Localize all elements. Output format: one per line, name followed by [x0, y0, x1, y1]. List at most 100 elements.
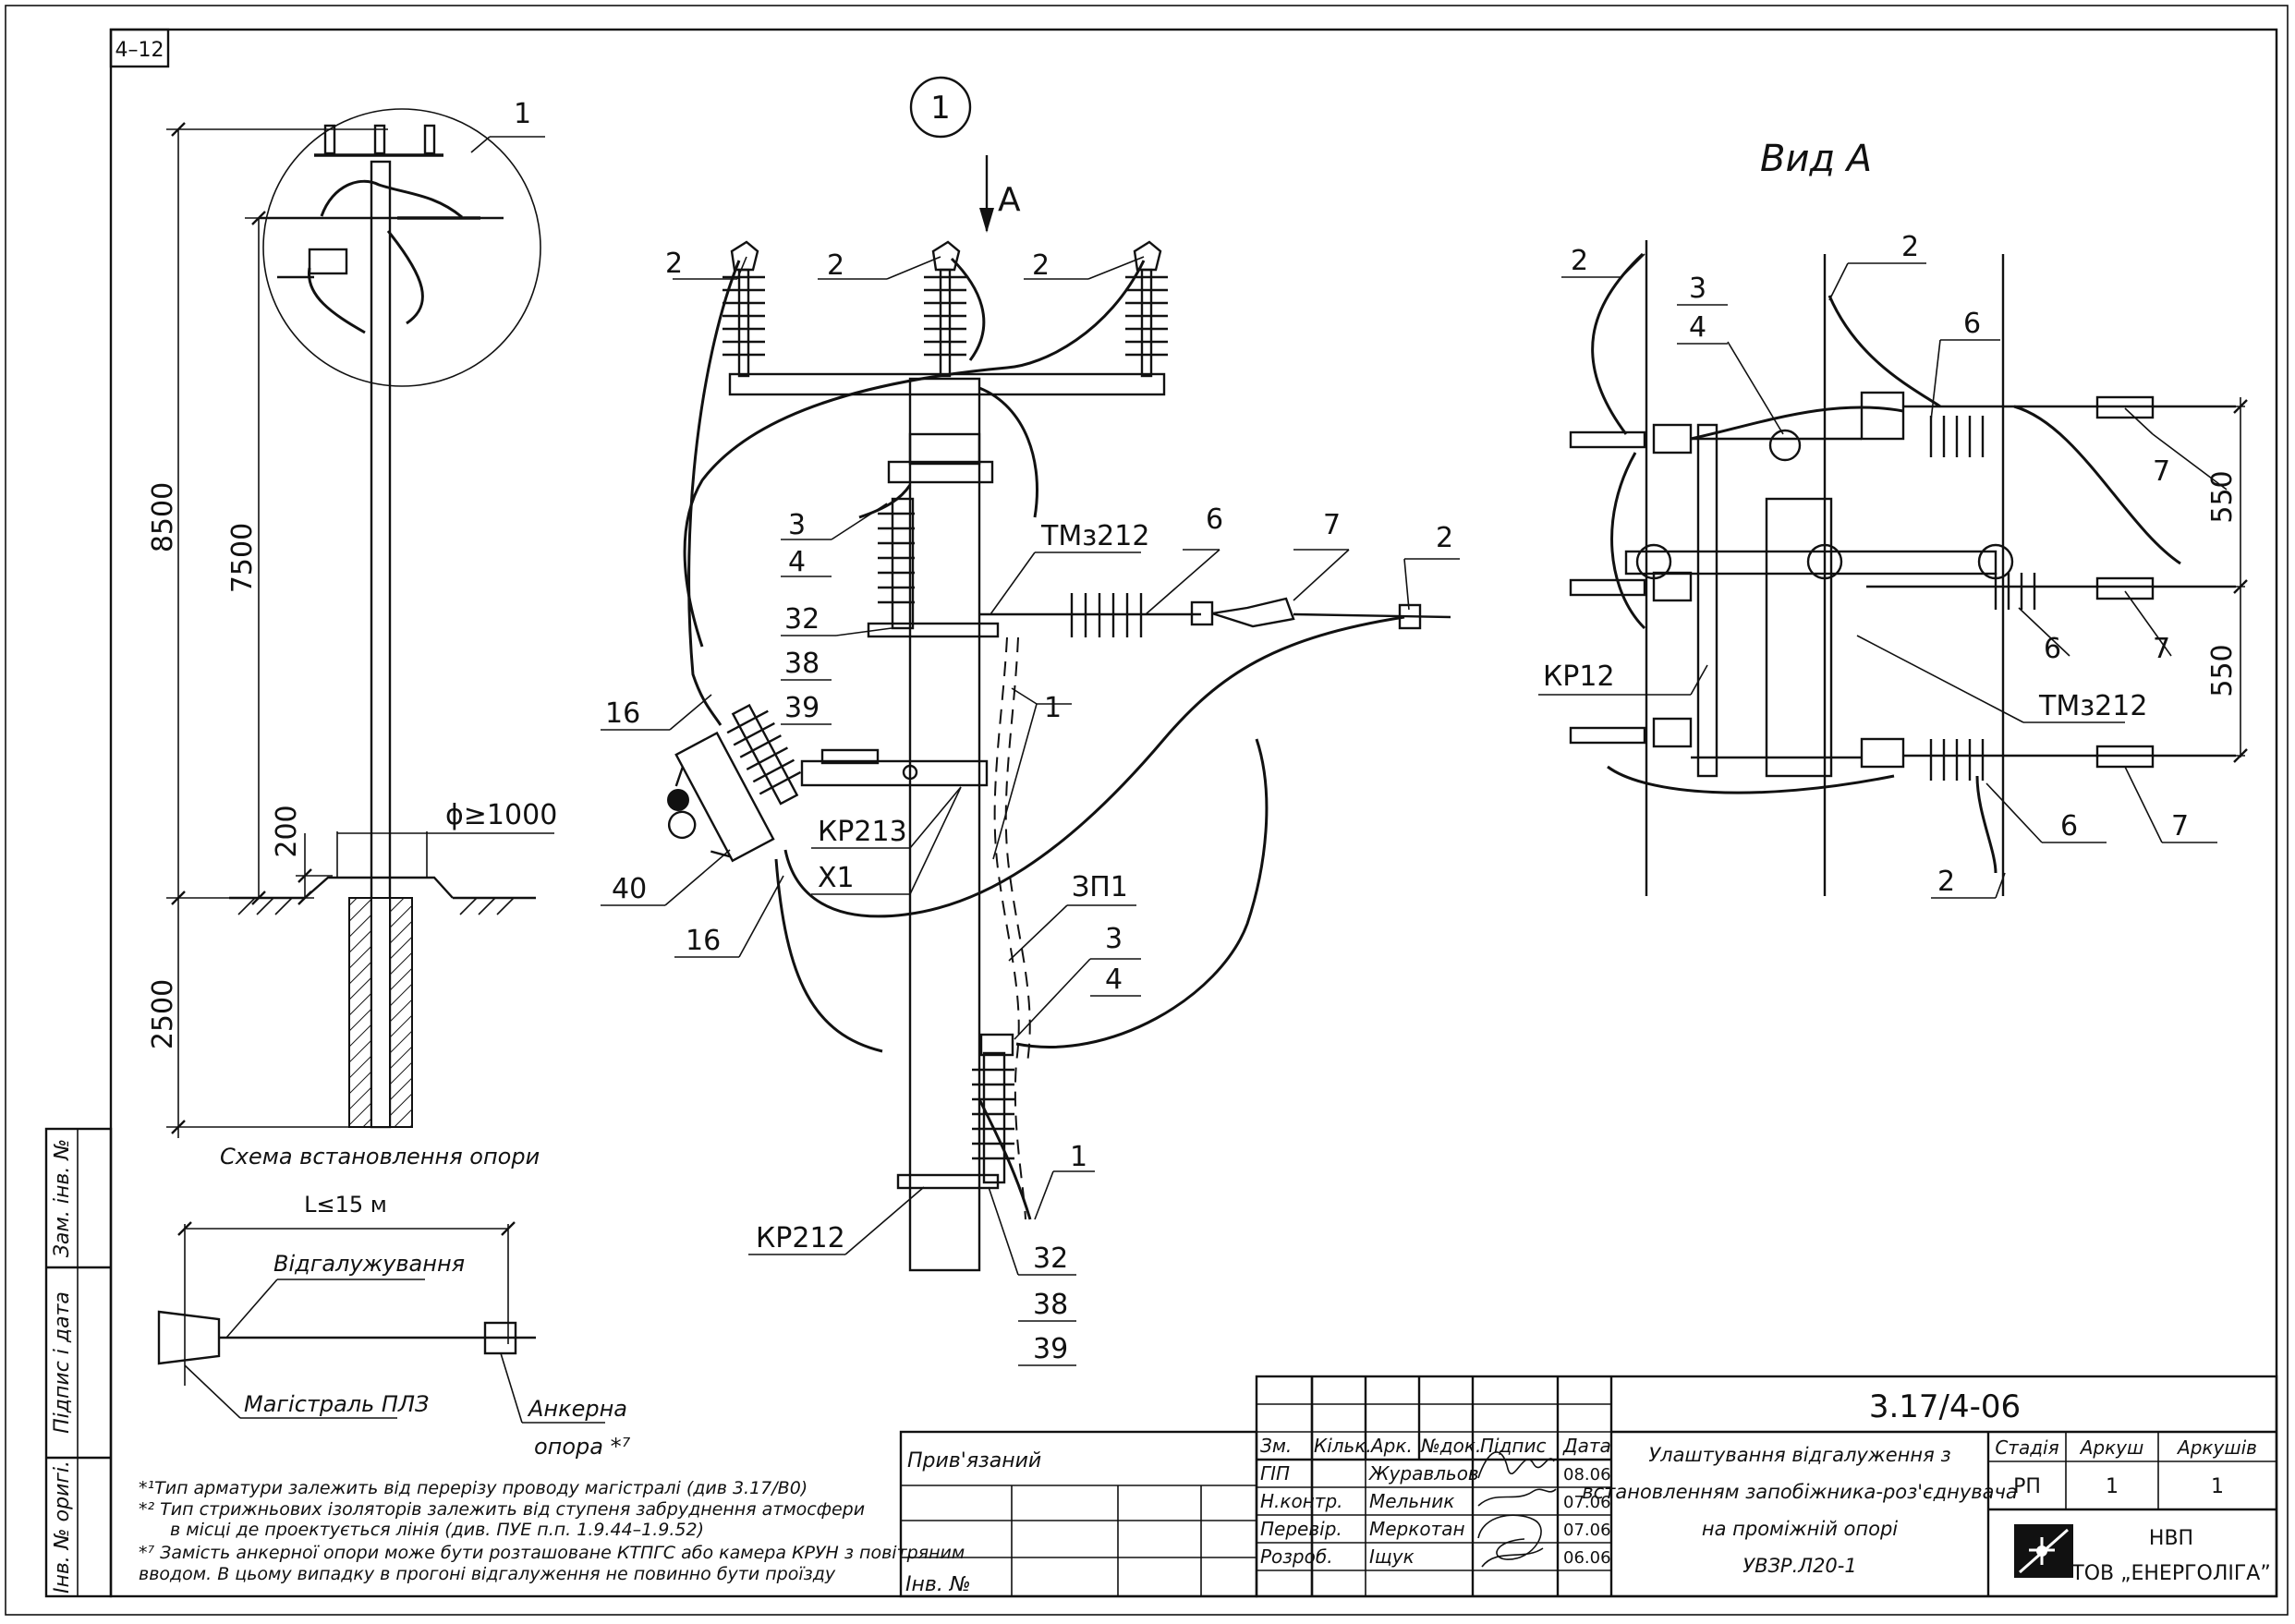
tap-anchor-label-2: опора *⁷	[534, 1434, 631, 1460]
mv-label-tmz212: ТМз212	[1040, 520, 1149, 552]
dim-total: 8500	[147, 482, 179, 552]
tb-hdr-pidpys: Підпис	[1480, 1435, 1547, 1457]
tb-role-nkontr: Н.контр.	[1260, 1490, 1343, 1512]
mv-label-x1: Х1	[818, 862, 855, 894]
sheet-frame-outer	[5, 5, 2289, 1616]
pole-scheme-caption: Схема встановлення опори	[220, 1144, 540, 1170]
mv-label-4-top: 4	[788, 546, 806, 578]
insulator-top-right	[1125, 240, 1168, 378]
tb-date-perevir: 07.06	[1563, 1521, 1611, 1540]
tb-sheets-hdr: Аркушів	[2176, 1436, 2257, 1459]
corner-tag-box	[109, 28, 170, 68]
mv-label-zp1: ЗП1	[1072, 871, 1128, 903]
corner-tag: 4–12	[115, 39, 164, 62]
note-3-cont: вводом. В цьому випадку в прогоні відгал…	[139, 1564, 836, 1584]
note-2-cont: в місці де проектується лінія (див. ПУЕ …	[170, 1520, 704, 1540]
tb-sheet-hdr: Аркуш	[2079, 1436, 2144, 1459]
mv-label-4-bottom: 4	[1105, 963, 1123, 996]
mv-label-kr213: КР213	[818, 816, 907, 848]
tb-name-nkontr: Мельник	[1369, 1490, 1454, 1512]
tb-date-nkontr: 07.06	[1563, 1493, 1611, 1512]
tb-role-perevir: Перевір.	[1260, 1518, 1342, 1540]
pole-scheme-callout: 1	[514, 98, 531, 130]
fuse-disconnector	[667, 703, 802, 863]
dim-foundation-top: 200	[271, 805, 303, 857]
detail-circle	[262, 108, 541, 387]
margin-inv-orig: Інв. № оригі.	[51, 1460, 74, 1594]
phase-row-middle	[1569, 543, 2236, 610]
view-arrow-label: А	[998, 181, 1021, 219]
mv-label-38-top: 38	[784, 648, 820, 680]
tb-role-gip: ГІП	[1260, 1462, 1290, 1485]
view-a: Вид А	[1538, 138, 2248, 899]
tb-hdr-zm: Зм.	[1260, 1435, 1292, 1457]
signatures	[1477, 1451, 1557, 1568]
va-label-7-middle: 7	[2153, 633, 2170, 665]
mv-label-16-bottom: 16	[686, 925, 721, 957]
va-label-kr12: КР12	[1543, 661, 1615, 693]
tb-stage-hdr: Стадія	[1995, 1436, 2058, 1459]
tb-hdr-ark: Арк.	[1369, 1435, 1413, 1457]
mv-label-6: 6	[1206, 503, 1223, 536]
detail-marker: 1	[930, 90, 951, 127]
insulator-top-left	[722, 240, 765, 378]
mv-label-2-far-right: 2	[1436, 522, 1453, 554]
tb-desc-2: встановленням запобіжника-роз'єднувача	[1582, 1481, 2018, 1503]
va-dim-550-bottom: 550	[2206, 644, 2239, 697]
note-1: *¹Тип арматури залежить від перерізу про…	[139, 1478, 808, 1498]
tb-desc-1: Улаштування відгалуження з	[1648, 1444, 1950, 1466]
va-label-2-bottom: 2	[1937, 866, 1955, 898]
va-label-2-top-middle: 2	[1901, 231, 1919, 263]
notes: *¹Тип арматури залежить від перерізу про…	[139, 1478, 965, 1584]
tb-company-1: НВП	[2149, 1527, 2193, 1550]
mv-label-32-top: 32	[784, 603, 820, 636]
mv-label-1-upper: 1	[1044, 692, 1062, 724]
detail-marker-circle	[909, 76, 972, 139]
company-logo-icon	[2014, 1524, 2073, 1578]
tb-name-rozrob: Іщук	[1369, 1545, 1415, 1568]
va-dim-550-top: 550	[2206, 470, 2239, 523]
pole-scheme: 1 8500 7500 200 2500 ϕ≥1000	[147, 98, 557, 1170]
note-2: *² Тип стрижньових ізоляторів залежить в…	[139, 1499, 865, 1520]
mv-label-39-bottom: 39	[1033, 1333, 1068, 1365]
tb-name-gip: Журавльов	[1367, 1462, 1479, 1485]
mv-label-kr212: КР212	[756, 1222, 845, 1254]
mv-label-2-left: 2	[665, 248, 683, 280]
mv-label-3-top: 3	[788, 509, 806, 541]
insulator-top-middle	[924, 240, 966, 378]
mv-label-39-top: 39	[784, 692, 820, 724]
va-label-7-top: 7	[2153, 455, 2170, 488]
mv-label-2-middle: 2	[827, 249, 844, 282]
mv-label-16-top: 16	[605, 697, 640, 730]
tb-role-rozrob: Розроб.	[1260, 1545, 1333, 1568]
va-label-tmz212: ТМз212	[2038, 690, 2147, 722]
tap-branch-label: Відгалужування	[273, 1251, 465, 1277]
sheet-frame-inner	[109, 28, 2278, 1598]
mv-label-38-bottom: 38	[1033, 1289, 1068, 1321]
va-label-3: 3	[1689, 273, 1706, 305]
view-a-title: Вид А	[1760, 138, 1872, 180]
tb-hdr-kilk: Кільк.	[1314, 1435, 1372, 1457]
tb-stage: РП	[2013, 1475, 2041, 1498]
main-view: 1 А	[601, 76, 1460, 1366]
tb-desc-3: на проміжній опорі	[1702, 1518, 1898, 1540]
tap-span: L≤15 м	[304, 1192, 387, 1218]
tap-scheme: L≤15 м Відгалужування Магістраль ПЛЗ Анк…	[157, 1192, 631, 1460]
tb-date-rozrob: 06.06	[1563, 1548, 1611, 1568]
tb-inv-no: Інв. №	[905, 1573, 971, 1596]
tap-anchor-label-1: Анкерна	[527, 1396, 627, 1422]
tb-desc-4: УВЗР.Л20-1	[1742, 1555, 1856, 1577]
va-label-7-bottom: 7	[2171, 810, 2189, 842]
mv-label-7: 7	[1323, 509, 1341, 541]
tb-company-2: ТОВ „ЕНЕРГОЛІГА”	[2070, 1562, 2270, 1585]
phase-row-top	[1569, 391, 2236, 462]
mv-label-2-right: 2	[1032, 249, 1050, 282]
margin-zam-inv: Зам. інв. №	[51, 1139, 74, 1258]
mv-label-3-bottom: 3	[1105, 923, 1123, 955]
tb-date-gip: 08.06	[1563, 1465, 1611, 1485]
va-label-6-middle: 6	[2044, 633, 2061, 665]
title-block: Прив'язаний Інв. № Зм. Кільк. Арк.	[899, 1375, 2278, 1598]
note-3: *⁷ Замість анкерної опори може бути розт…	[139, 1543, 965, 1563]
phase-row-bottom	[1569, 717, 2236, 781]
